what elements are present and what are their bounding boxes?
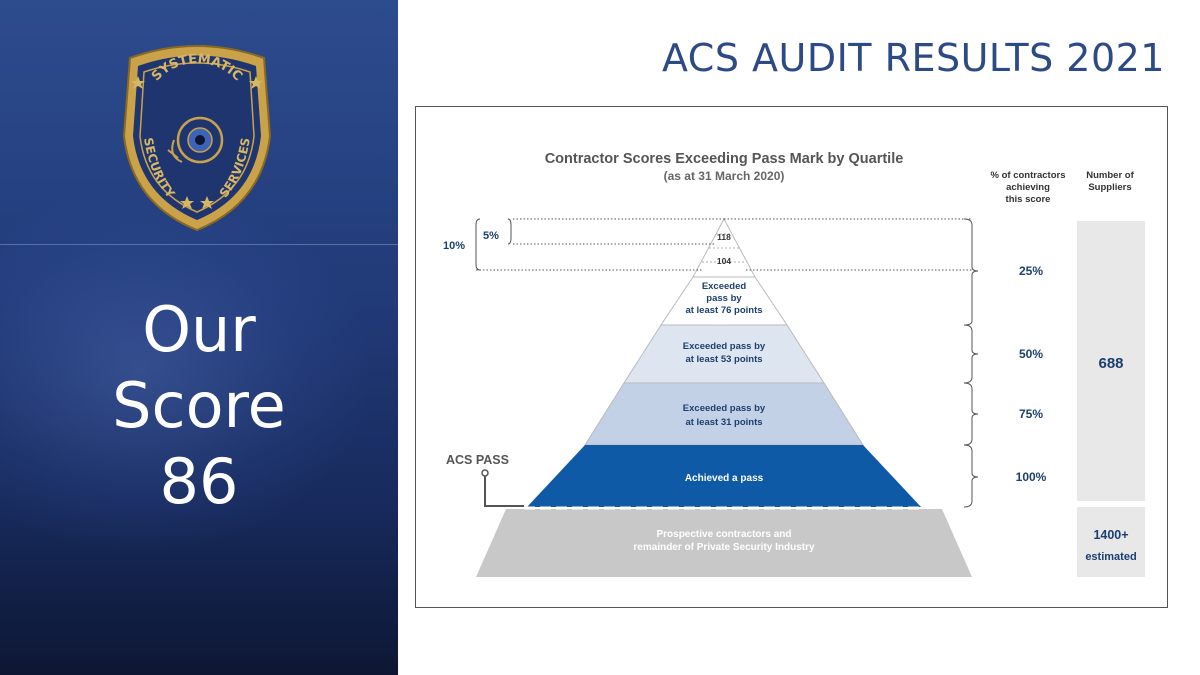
- pct-value: 100%: [1016, 470, 1047, 484]
- left-brackets: [475, 218, 512, 271]
- company-badge-logo: SYSTEMATIC SECURITY SERVICES: [122, 45, 272, 232]
- eye-emblem-icon: [167, 116, 224, 164]
- pct-value: 50%: [1019, 347, 1043, 361]
- figure-title: Contractor Scores Exceeding Pass Mark by…: [545, 151, 904, 167]
- slide-title: ACS AUDIT RESULTS 2021: [661, 36, 1165, 80]
- tier-label: Exceeded: [702, 281, 747, 292]
- figure-subtitle: (as at 31 March 2020): [664, 169, 785, 183]
- right-brackets: [963, 218, 979, 508]
- tier-label: at least 31 points: [685, 417, 762, 428]
- bracket-label-large: 10%: [443, 240, 465, 252]
- tier-label: pass by: [706, 293, 742, 304]
- pct-header-line: achieving: [1006, 182, 1050, 193]
- suppliers-box-other: [1077, 507, 1145, 577]
- tier-label: Exceeded pass by: [683, 341, 766, 352]
- suppliers-header-line: Number of: [1086, 170, 1134, 181]
- tier-top: [692, 217, 756, 278]
- tier-label: at least 53 points: [685, 354, 762, 365]
- star-icon: [131, 76, 263, 209]
- tier-label: 118: [717, 232, 731, 242]
- score-line: Our: [142, 293, 256, 366]
- tier-label: Exceeded pass by: [683, 403, 766, 414]
- background-glow: [0, 190, 370, 550]
- score-line: Score: [112, 369, 286, 442]
- pct-value: 75%: [1019, 407, 1043, 421]
- suppliers-other-value: 1400+: [1093, 528, 1128, 542]
- left-panel: SYSTEMATIC SECURITY SERVICES Our Score 8…: [0, 0, 398, 675]
- suppliers-main-value: 688: [1098, 355, 1123, 372]
- tier-label: Achieved a pass: [685, 473, 764, 484]
- our-score-text: Our Score 86: [0, 292, 398, 520]
- guide-lines: [476, 218, 972, 271]
- suppliers-box-main: [1077, 221, 1145, 501]
- tier-label: Prospective contractors and: [656, 529, 791, 540]
- suppliers-other-note: estimated: [1085, 551, 1136, 563]
- pass-pointer-dot: [481, 469, 489, 477]
- pct-header-line: this score: [1006, 194, 1051, 205]
- tier-label: remainder of Private Security Industry: [633, 542, 815, 553]
- panel-divider-line: [0, 244, 398, 245]
- tier-31: [584, 382, 864, 446]
- pass-pointer-line: [484, 473, 524, 507]
- pyramid-figure: Contractor Scores Exceeding Pass Mark by…: [415, 106, 1168, 608]
- tier-pass: [527, 445, 921, 507]
- pyramid: [476, 217, 972, 577]
- pct-value: 25%: [1019, 264, 1043, 278]
- bracket-label-small: 5%: [483, 230, 499, 242]
- suppliers-header-line: Suppliers: [1088, 182, 1131, 193]
- score-value: 86: [159, 445, 239, 518]
- tier-label: at least 76 points: [685, 305, 762, 316]
- tier-base: [476, 509, 972, 577]
- acs-pass-label: ACS PASS: [446, 453, 509, 467]
- pct-header-line: % of contractors: [991, 170, 1066, 181]
- tier-label: 104: [717, 256, 731, 266]
